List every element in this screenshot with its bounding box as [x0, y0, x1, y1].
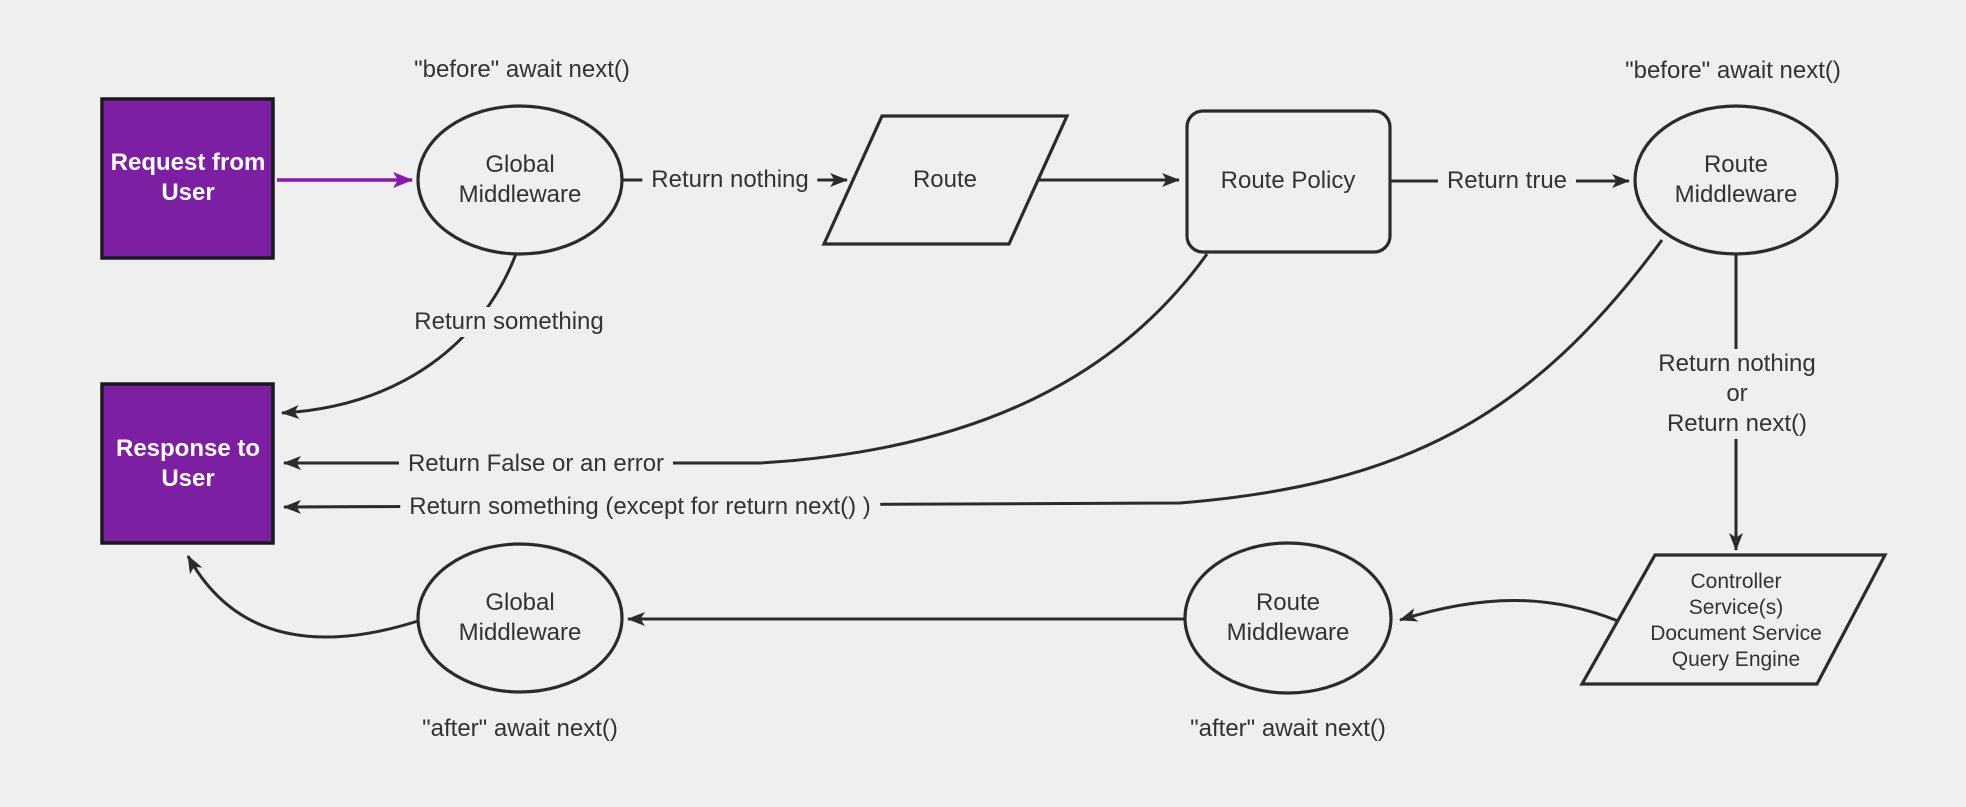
edge-controller-to-route-middleware	[1399, 599, 1619, 623]
label-return-false-or-error: Return False or an error	[398, 449, 674, 479]
node-route	[821, 114, 1070, 246]
label-return-true: Return true	[1437, 166, 1577, 196]
node-global-middleware-bottom-label: Global Middleware	[458, 589, 582, 646]
edge-return-something	[281, 253, 518, 419]
label-return-nothing-or-next: Return nothing or Return next()	[1649, 349, 1825, 439]
label-return-something-except: Return something (except for return next…	[400, 492, 880, 522]
label-after-await-next-global: "after" await next()	[422, 715, 618, 742]
node-global-middleware-bottom	[416, 542, 624, 694]
label-before-await-next-global: "before" await next()	[414, 56, 630, 83]
label-after-await-next-route: "after" await next()	[1190, 715, 1386, 742]
node-route-policy-label: Route Policy	[1220, 167, 1356, 194]
node-global-middleware-top	[416, 104, 624, 256]
node-request-label: Request from User	[110, 149, 266, 206]
node-controller-services	[1579, 553, 1888, 686]
label-before-await-next-route: "before" await next()	[1625, 57, 1841, 84]
edge-return-false-or-error	[283, 253, 1209, 470]
node-route-middleware-bottom	[1183, 541, 1393, 695]
edge-return-something-except	[283, 239, 1664, 514]
node-response-box	[100, 382, 275, 545]
node-route-policy	[1185, 109, 1392, 254]
label-return-something: Return something	[405, 307, 613, 337]
label-return-nothing: Return nothing	[642, 165, 818, 195]
node-global-middleware-top-label: Global Middleware	[458, 151, 582, 208]
node-route-middleware-top-label: Route Middleware	[1674, 151, 1798, 208]
node-route-middleware-bottom-label: Route Middleware	[1226, 589, 1350, 646]
node-request-box	[100, 97, 275, 260]
node-response-label: Response to User	[115, 435, 261, 492]
node-route-label: Route	[912, 166, 978, 193]
node-controller-services-label: Controller Service(s) Document Service Q…	[1650, 570, 1822, 671]
node-route-middleware-top	[1633, 104, 1839, 256]
edge-global-middleware-to-response	[186, 555, 419, 639]
